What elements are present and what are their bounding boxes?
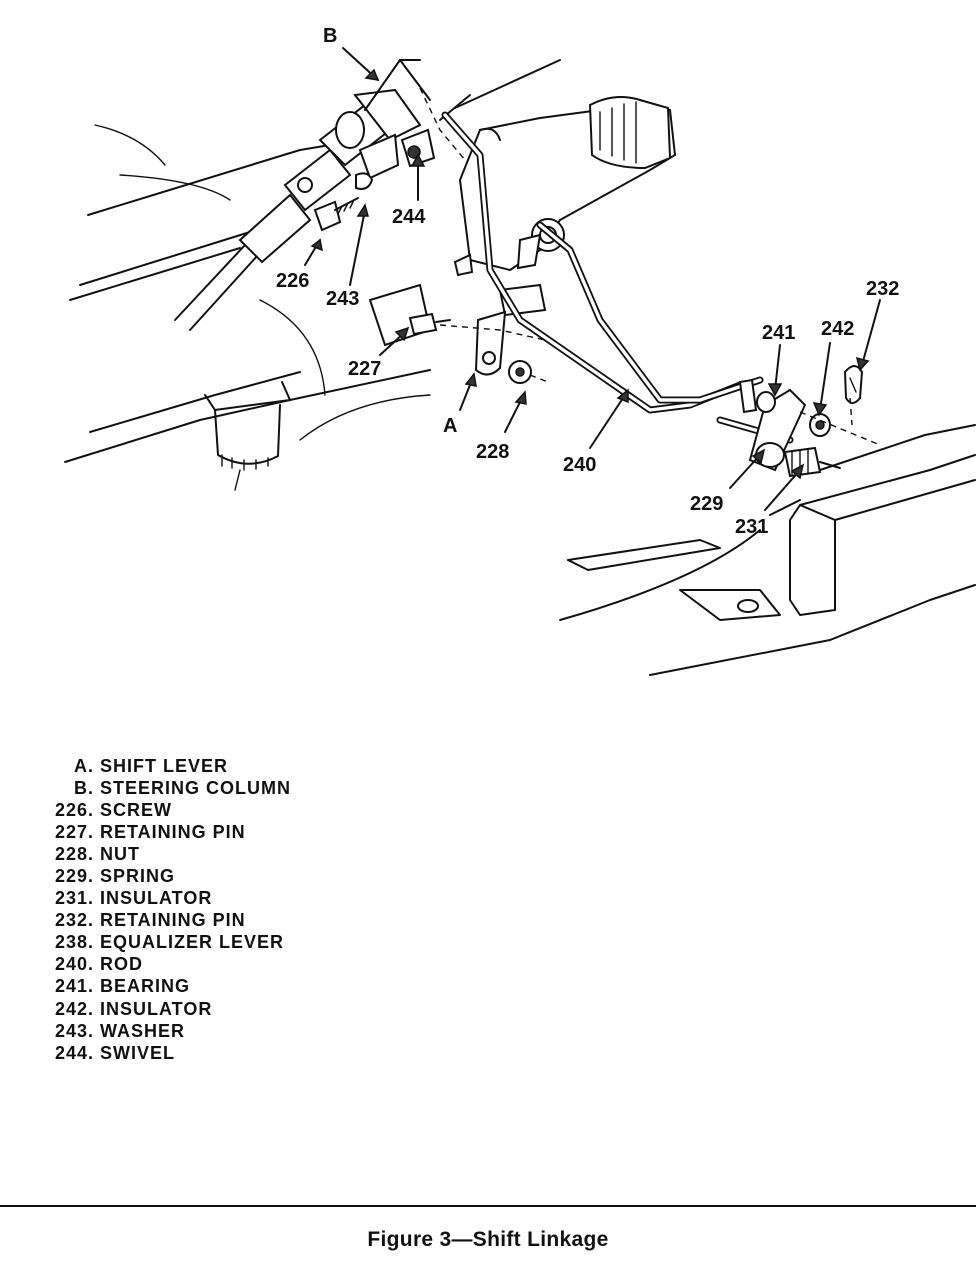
legend-item: 242. INSULATOR: [40, 998, 460, 1020]
legend-key: 243.: [54, 1020, 94, 1041]
callout-227: 227: [348, 358, 381, 380]
legend-item: 226. SCREW: [40, 799, 460, 821]
frame-outline: [64, 124, 976, 676]
legend-item: 228. NUT: [40, 843, 460, 865]
callout-226: 226: [276, 270, 309, 292]
legend-item: 229. SPRING: [40, 865, 460, 887]
legend-key: 241.: [54, 976, 94, 997]
legend-text: INSULATOR: [100, 998, 213, 1019]
figure-caption: Figure 3—Shift Linkage: [367, 1228, 609, 1251]
rod-240: [441, 111, 794, 444]
legend-key: 231.: [54, 888, 94, 909]
callout-243: 243: [326, 288, 359, 310]
legend-item: 240. ROD: [40, 954, 460, 976]
callout-228: 228: [476, 441, 509, 463]
legend-key: 242.: [54, 998, 94, 1019]
legend-text: RETAINING PIN: [100, 821, 246, 842]
swivel-and-screw: [313, 128, 436, 232]
legend-key: 238.: [54, 932, 94, 953]
legend-text: SHIFT LEVER: [100, 755, 229, 776]
legend-text: STEERING COLUMN: [100, 777, 292, 798]
legend-text: INSULATOR: [100, 888, 213, 909]
legend-key: 232.: [54, 910, 94, 931]
parts-legend: A. SHIFT LEVER B. STEERING COLUMN 226. SCRE…: [40, 755, 460, 1064]
legend-item: 238. EQUALIZER LEVER: [40, 932, 460, 954]
legend-item: 243. WASHER: [40, 1020, 460, 1042]
legend-key: 244.: [54, 1042, 94, 1063]
legend-item: A. SHIFT LEVER: [40, 755, 460, 777]
legend-item: 232. RETAINING PIN: [40, 910, 460, 932]
legend-text: SCREW: [100, 799, 172, 820]
legend-item: 241. BEARING: [40, 976, 460, 998]
shift-linkage-diagram: B 244 226 243 227 A 228 240 232 241 242 …: [64, 25, 976, 676]
legend-key: 240.: [54, 954, 94, 975]
callout-240: 240: [563, 454, 596, 476]
legend-key: B.: [74, 777, 94, 798]
legend-text: EQUALIZER LEVER: [100, 932, 285, 953]
callout-B: B: [323, 25, 337, 47]
shift-lever: [408, 310, 549, 384]
legend-key: 226.: [54, 799, 94, 820]
steering-column: [174, 59, 466, 331]
legend-key: 229.: [54, 866, 94, 887]
callout-241: 241: [762, 322, 795, 344]
callout-244: 244: [392, 206, 426, 228]
legend-text: RETAINING PIN: [100, 910, 246, 931]
transmission: [368, 59, 677, 347]
legend-text: BEARING: [100, 976, 191, 997]
callout-229: 229: [690, 493, 723, 515]
legend-item: 227. RETAINING PIN: [40, 821, 460, 843]
legend-key: 227.: [54, 821, 94, 842]
legend-text: SWIVEL: [100, 1042, 176, 1063]
legend-text: WASHER: [100, 1020, 186, 1041]
callout-232: 232: [866, 278, 899, 300]
legend-item: 231. INSULATOR: [40, 888, 460, 910]
leader-lines: [304, 47, 881, 511]
legend-key: 228.: [54, 843, 94, 864]
callout-242: 242: [821, 318, 854, 340]
callout-A: A: [443, 415, 457, 437]
caption-divider: [0, 1205, 976, 1207]
callout-231: 231: [735, 516, 768, 538]
legend-text: NUT: [100, 843, 140, 864]
legend-item: B. STEERING COLUMN: [40, 777, 460, 799]
legend-key: A.: [74, 755, 94, 776]
legend-text: SPRING: [100, 866, 176, 887]
legend-item: 244. SWIVEL: [40, 1042, 460, 1064]
legend-text: ROD: [100, 954, 143, 975]
